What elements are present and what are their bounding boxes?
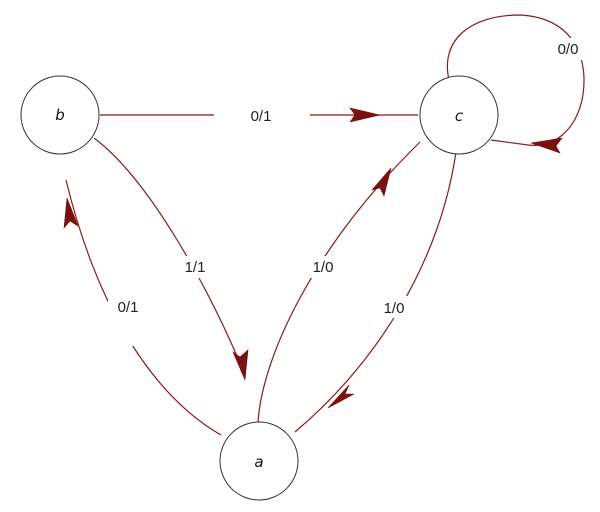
edge-a-to-b bbox=[65, 179, 222, 436]
node-a-circle bbox=[219, 421, 299, 501]
arrowhead-b-to-c bbox=[349, 107, 381, 123]
edge-label-a-to-b: 0/1 bbox=[118, 299, 139, 316]
arrowhead-a-to-b bbox=[63, 197, 79, 229]
node-b: b bbox=[20, 75, 100, 155]
node-c-circle bbox=[419, 75, 499, 155]
arrowhead-b-to-a bbox=[232, 349, 249, 381]
node-b-label: b bbox=[55, 106, 65, 124]
label-bg-a-to-c bbox=[304, 256, 344, 278]
arrowhead-c-to-a bbox=[327, 384, 355, 409]
node-a: a bbox=[219, 421, 299, 501]
node-a-label: a bbox=[254, 453, 263, 471]
arrowhead-a-to-c bbox=[371, 167, 392, 197]
edge-label-b-to-c: 0/1 bbox=[251, 108, 272, 125]
label-bg-c-to-a bbox=[376, 296, 416, 318]
node-c: c bbox=[419, 75, 499, 155]
edge-b-to-a bbox=[93, 137, 246, 376]
edge-c-to-a bbox=[294, 151, 457, 433]
edge-a-to-c bbox=[257, 141, 421, 423]
edge-label-c-self: 0/0 bbox=[558, 41, 579, 58]
arrowhead-c-self-loop bbox=[530, 137, 563, 154]
edge-label-c-to-a: 1/0 bbox=[384, 300, 405, 317]
node-c-label: c bbox=[455, 107, 464, 125]
label-bg-c-self bbox=[553, 38, 585, 60]
label-bg-b-to-c bbox=[214, 104, 310, 126]
label-bg-a-to-b bbox=[108, 288, 150, 346]
edge-label-a-to-c: 1/0 bbox=[313, 259, 334, 276]
label-bg-b-to-a bbox=[177, 256, 213, 278]
edge-label-b-to-a: 1/1 bbox=[185, 259, 206, 276]
node-b-circle bbox=[20, 75, 100, 155]
